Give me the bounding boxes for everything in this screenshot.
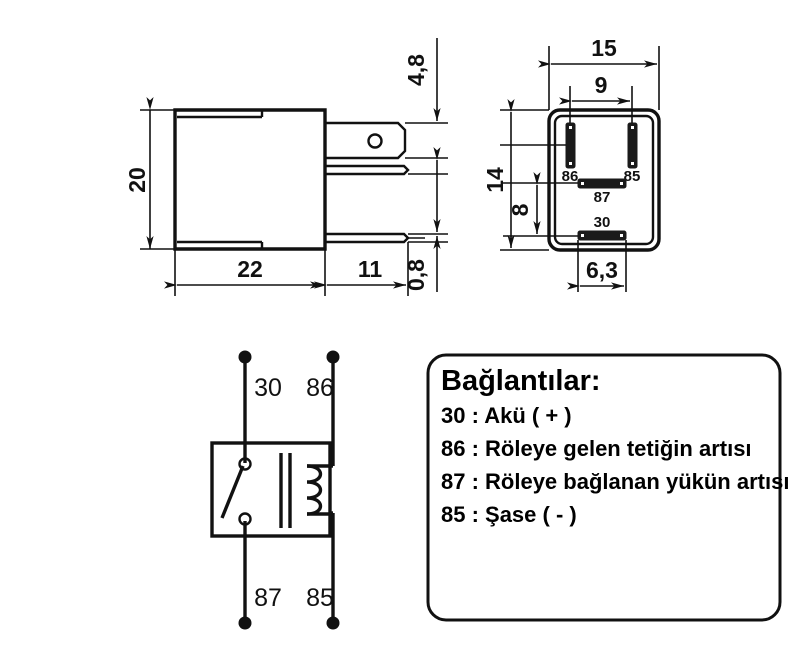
legend-entry-86: 86 : Röleye gelen tetiğin artısı [441,436,752,461]
relay-schematic: 30 86 87 85 [210,350,340,630]
legend-entry-87: 87 : Röleye bağlanan yükün artısı [441,469,789,494]
relay-outline [210,441,332,538]
schematic-nodes [238,350,340,630]
legend-entry-85: 85 : Şase ( - ) [441,502,577,527]
dimension-label-6-3: 6,3 [586,257,618,283]
dimension-length-11: 11 [314,242,409,296]
dimension-label-4-8: 4,8 [403,54,429,86]
terminal-85: 85 [624,122,641,185]
dimension-height-20: 20 [124,97,154,249]
dimension-width-15: 15 [538,35,657,68]
node-dot-85 [326,616,340,630]
dimension-label-11: 11 [358,256,383,282]
terminal-85-label: 85 [624,168,641,185]
contact-point-upper [238,457,252,471]
legend-title: Bağlantılar: [441,365,601,397]
terminal-30-label: 30 [594,214,611,231]
dimension-label-9: 9 [595,72,608,98]
dimension-inner-height-8: 8 [507,172,541,234]
node-label-87: 87 [254,584,282,612]
dimension-label-14: 14 [482,167,508,193]
legend-entry-30: 30 : Akü ( + ) [441,403,572,428]
node-dot-86 [326,350,340,364]
terminal-86-label: 86 [562,168,579,185]
dimension-label-0-8: 0,8 [403,259,429,291]
dimension-blade-48: 4,8 [403,38,441,232]
connections-legend: Bağlantılar: 30 : Akü ( + ) 86 : Röleye … [426,353,789,622]
side-view-witness-lines [140,109,448,296]
terminal-87-label: 87 [594,189,611,206]
dimension-height-14: 14 [482,99,515,248]
node-dot-30 [238,350,252,364]
terminal-blade-wide [323,121,407,160]
node-dot-87 [238,616,252,630]
coil [306,464,330,516]
terminal-87: 87 [577,178,627,206]
dimension-thickness-08: 0,8 [403,236,441,292]
contact-point-lower [238,512,252,526]
node-label-85: 85 [306,584,334,612]
dimension-blade-63: 6,3 [567,257,624,290]
bottom-view: 86 85 87 30 [482,35,661,292]
dimension-label-20: 20 [124,167,150,193]
dimension-label-22: 22 [237,256,263,282]
schematic-leads [243,357,335,623]
armature [279,453,292,528]
node-label-86: 86 [306,374,334,402]
terminal-mounting-hole [367,133,383,149]
legend-box [426,353,782,622]
dimension-label-8: 8 [507,203,533,216]
switch-contact [220,457,252,526]
terminal-blade-middle [323,164,410,176]
terminal-blade-lower [323,232,410,244]
dimension-span-9: 9 [559,72,630,105]
bottom-view-witness-lines [500,46,660,292]
side-view: 20 22 11 4,8 0,8 [124,38,448,296]
dimension-label-15: 15 [591,35,617,61]
relay-base-outline [547,108,661,252]
node-label-30: 30 [254,374,282,402]
dimension-length-22: 22 [164,256,323,289]
